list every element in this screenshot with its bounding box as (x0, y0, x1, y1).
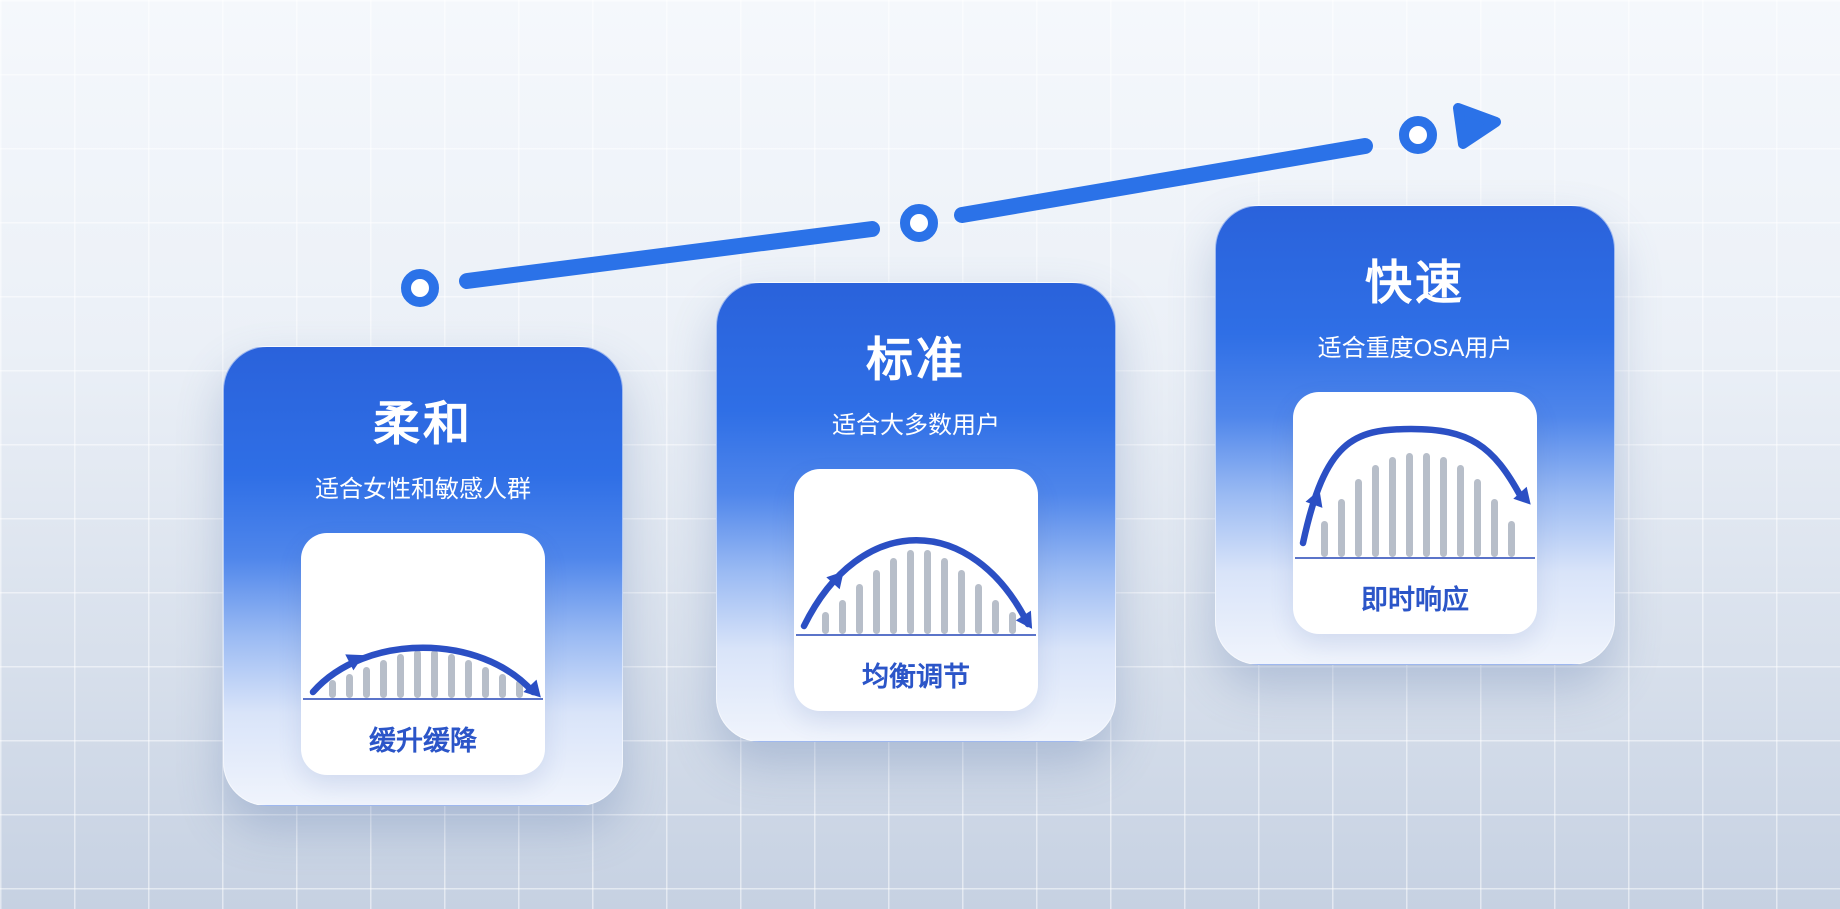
chart-label: 即时响应 (1361, 584, 1469, 615)
card-title: 快速 (1365, 256, 1465, 309)
curve-arrow-end-icon (1015, 610, 1033, 629)
pressure-chart-panel: 缓升缓降 (301, 533, 545, 775)
balanced-ramp-curve-icon (796, 537, 1036, 636)
card-subtitle: 适合重度OSA用户 (1317, 335, 1513, 362)
progress-node-3 (1399, 116, 1437, 154)
curve-arrow-rise-icon (345, 654, 364, 671)
pressure-curve (309, 644, 537, 696)
card-subtitle: 适合女性和敏感人群 (315, 476, 531, 503)
pressure-chart-panel: 均衡调节 (794, 469, 1038, 711)
card-gentle-mode[interactable]: 柔和 适合女性和敏感人群 (223, 346, 623, 806)
chart-label: 缓升缓降 (369, 725, 477, 756)
curve-arrow-end-icon (523, 679, 541, 698)
play-arrowhead-icon (1453, 103, 1501, 149)
progress-node-1 (401, 269, 439, 307)
pressure-curve (1299, 425, 1525, 547)
pressure-chart-panel: 即时响应 (1293, 392, 1537, 634)
progress-node-2 (900, 204, 938, 242)
card-subtitle: 适合大多数用户 (832, 412, 1000, 439)
pressure-bars (1321, 453, 1515, 557)
card-title: 柔和 (373, 397, 473, 450)
curve-arrow-end-icon (1513, 486, 1531, 505)
pressure-curve (800, 537, 1032, 630)
card-standard-mode[interactable]: 标准 适合大多数用户 (716, 282, 1116, 742)
progress-line-segment-1 (459, 221, 880, 289)
curve-arrow-rise-icon (1305, 489, 1323, 508)
fast-ramp-curve-icon (1295, 425, 1535, 559)
pressure-bars (822, 550, 1016, 634)
card-title: 标准 (866, 333, 966, 386)
card-fast-mode[interactable]: 快速 适合重度OSA用户 (1215, 205, 1615, 665)
pressure-bars (329, 650, 523, 698)
chart-label: 均衡调节 (862, 661, 970, 692)
curve-arrow-rise-icon (826, 571, 844, 590)
gentle-ramp-curve-icon (303, 644, 543, 700)
